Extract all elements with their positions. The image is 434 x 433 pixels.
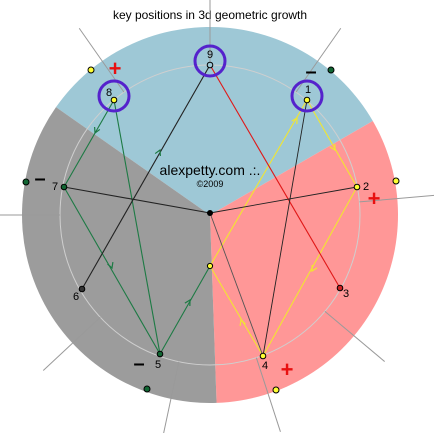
connection-line [113, 99, 161, 355]
connection-paths [63, 64, 358, 357]
connection-line [262, 99, 308, 357]
connection-line [306, 99, 358, 188]
watermark-text: alexpetty.com .:. [160, 162, 261, 178]
node-8 [110, 96, 118, 104]
arrow-chevron [184, 298, 191, 307]
sector-gray [21, 107, 217, 403]
center-node [207, 210, 213, 216]
connection-line [262, 186, 358, 357]
outer-dot-5 [143, 385, 151, 393]
outer-dot-4 [272, 386, 280, 394]
node-5 [156, 350, 164, 358]
spoke-line [42, 316, 101, 371]
position-nodes: 1 2 3 4 5 6 7 8 9 [52, 44, 369, 372]
arrow-chevron [291, 116, 298, 125]
arrow-chevron [107, 261, 114, 270]
highlight-ring-8 [97, 79, 131, 113]
connection-line [209, 265, 264, 357]
connection-line [63, 186, 161, 355]
node-6 [78, 285, 86, 293]
spoke-line [255, 357, 281, 432]
plus-sign: + [368, 186, 381, 211]
outer-dot-1 [327, 66, 335, 74]
plus-sign: + [281, 357, 294, 382]
position-label-7: 7 [52, 181, 58, 193]
arrow-chevron [154, 148, 161, 157]
arrow-chevron [329, 143, 336, 152]
position-label-9: 9 [207, 49, 213, 61]
connection-line [63, 99, 115, 188]
connection-line [209, 212, 264, 357]
spoke-line [359, 194, 434, 203]
sector-blue [55, 27, 373, 215]
connection-line [209, 64, 341, 289]
node-7 [60, 183, 68, 191]
highlight-ring-9 [193, 44, 227, 78]
plus-sign: + [109, 56, 122, 81]
connection-line [209, 186, 358, 214]
minus-sign: – [34, 168, 45, 190]
sign-markers: + + + – – – [34, 56, 380, 382]
position-label-3: 3 [343, 288, 349, 300]
position-label-2: 2 [363, 181, 369, 193]
sector-red [210, 121, 398, 403]
connection-line [81, 64, 211, 290]
node-3 [336, 284, 344, 292]
outer-dot-8 [87, 66, 95, 74]
connection-line [159, 265, 211, 355]
copyright-text: ©2009 [197, 179, 224, 189]
spoke-line [324, 311, 385, 362]
mid-node [206, 262, 214, 270]
node-9 [206, 61, 214, 69]
spoke-line [163, 361, 180, 433]
direction-arrows [94, 116, 336, 327]
node-4 [259, 352, 267, 360]
connection-line [209, 99, 308, 267]
node-1 [303, 96, 311, 104]
outer-dots [22, 66, 400, 394]
arrow-chevron [239, 318, 246, 327]
minus-sign: – [305, 61, 316, 83]
minus-sign: – [133, 353, 144, 375]
position-label-8: 8 [106, 87, 112, 99]
outer-dot-7 [22, 178, 30, 186]
position-label-1: 1 [305, 84, 311, 96]
arrow-chevron [94, 126, 101, 135]
position-label-4: 4 [262, 360, 268, 372]
position-label-5: 5 [155, 359, 161, 371]
arrow-chevron [311, 264, 318, 273]
outer-dot-2 [392, 177, 400, 185]
connection-line [63, 186, 211, 214]
highlight-ring-1 [290, 79, 324, 113]
sector-group [21, 27, 398, 403]
node-2 [353, 183, 361, 191]
position-label-6: 6 [73, 291, 79, 303]
